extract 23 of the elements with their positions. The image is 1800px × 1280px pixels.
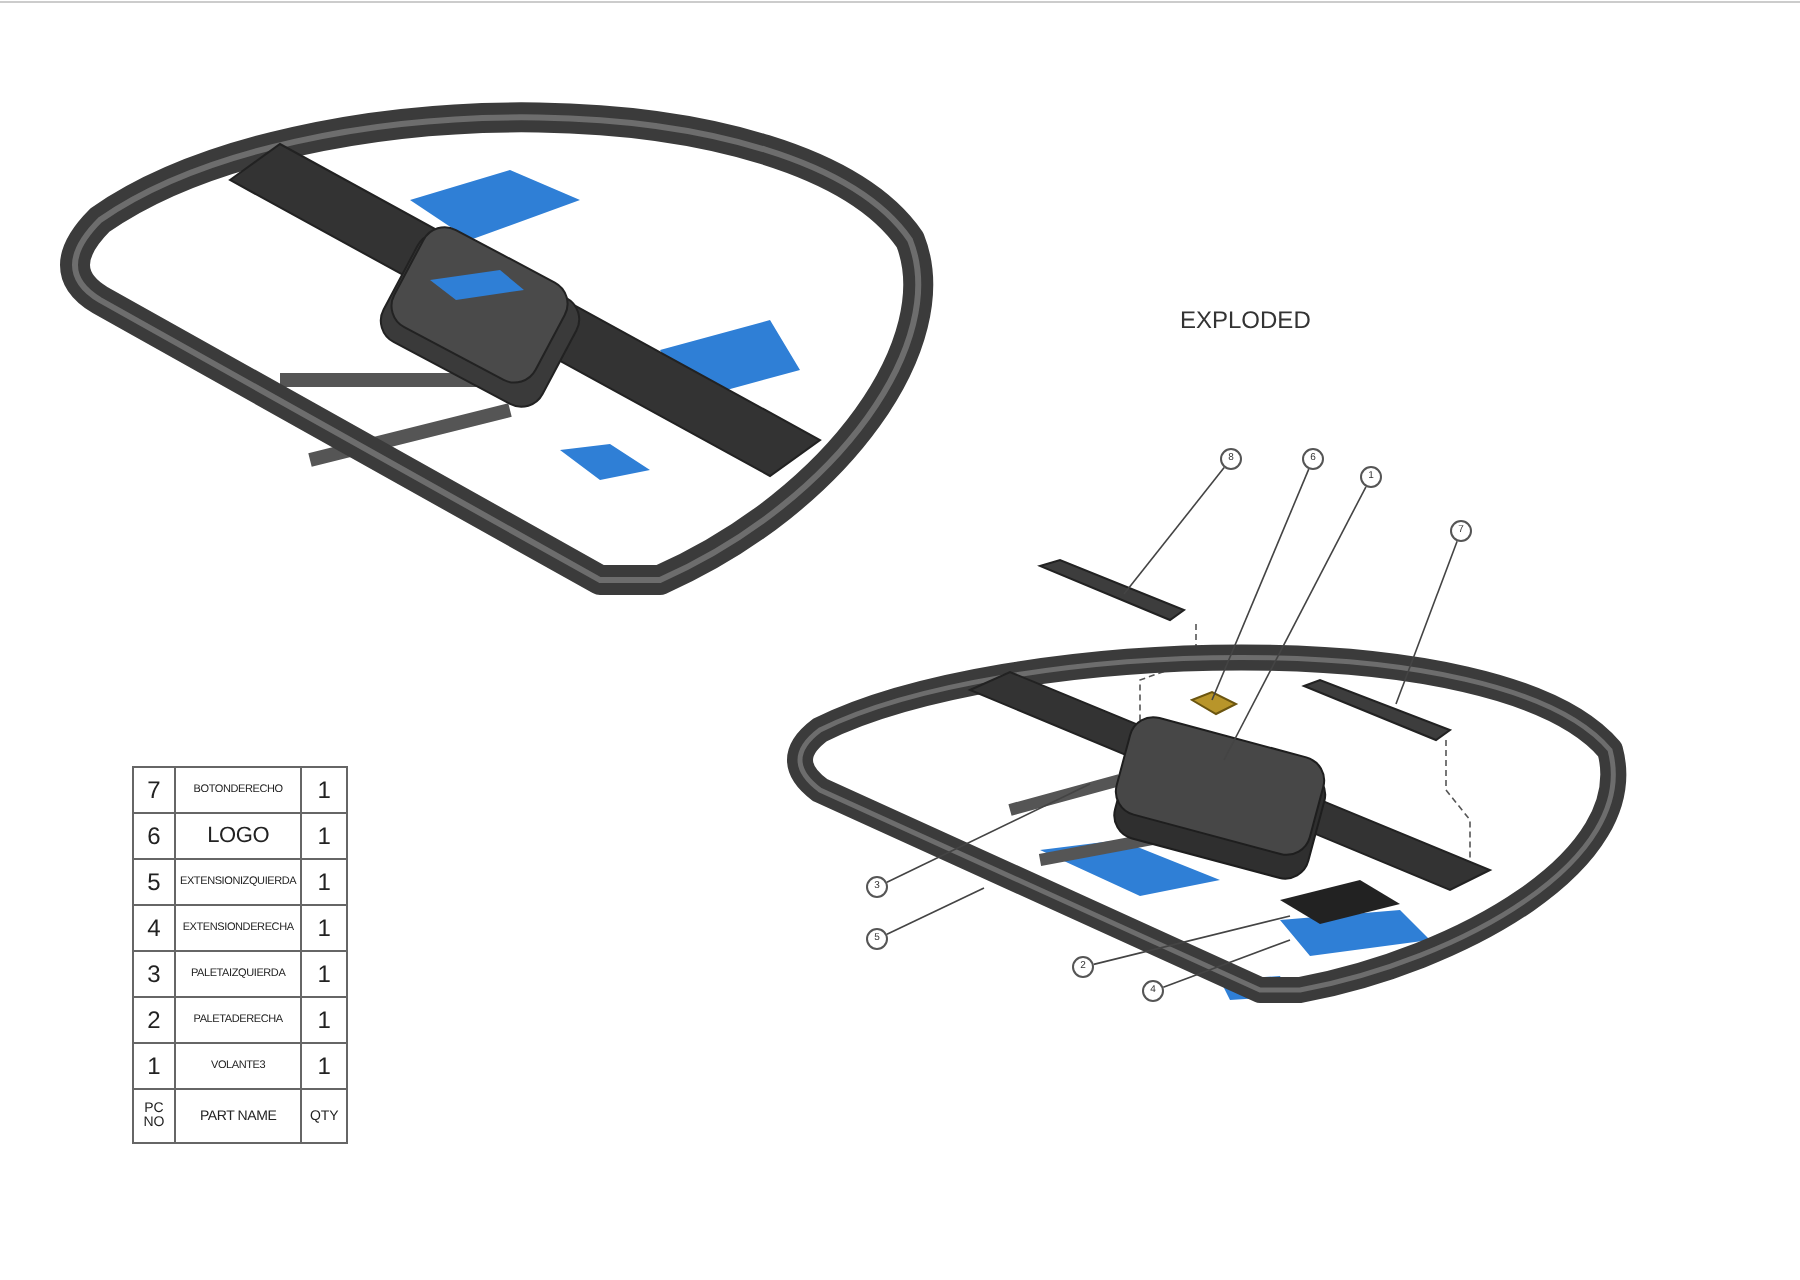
table-cell: 7 [133,767,175,813]
leader-line [1123,466,1225,595]
table-cell: 1 [301,1043,348,1089]
table-cell: 2 [133,997,175,1043]
leader-line [1211,468,1310,701]
table-cell: 1 [301,859,348,905]
table-cell: 1 [133,1043,175,1089]
table-cell: 5 [133,859,175,905]
leader-line [1092,915,1291,966]
table-cell: 3 [133,951,175,997]
view-title: EXPLODED [1180,306,1311,334]
leader-line [886,783,1091,883]
leader-line [1162,939,1291,988]
table-cell: LOGO [175,813,302,859]
table-cell: 1 [301,951,348,997]
table-cell: 1 [301,997,348,1043]
table-cell: 1 [301,905,348,951]
table-cell: 6 [133,813,175,859]
table-cell: 1 [301,767,348,813]
leader-line [1395,540,1458,705]
table-cell: 4 [133,905,175,951]
leader-line [886,887,985,936]
table-cell: 1 [301,813,348,859]
